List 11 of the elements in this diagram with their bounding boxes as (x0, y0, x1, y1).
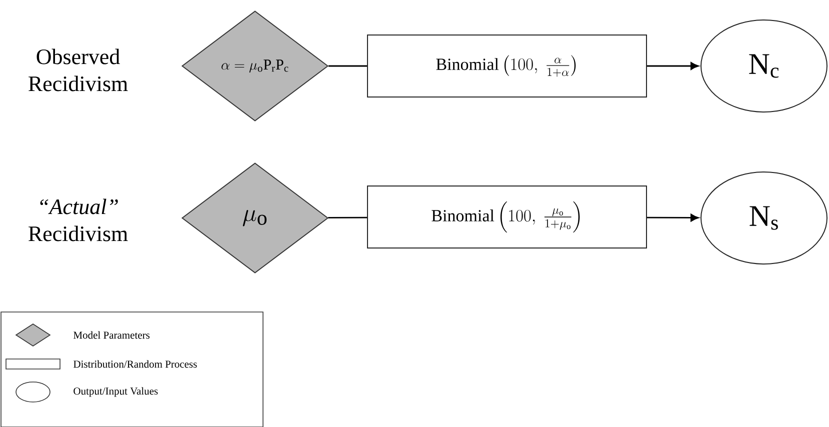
arrow (647, 62, 699, 70)
distribution-box: $\mathrm{Binomial}\left(100,\ \frac{\mu_{\mathrm{o}}}{1+\mu_{\mathrm{o}}}\right)$ (367, 186, 647, 248)
legend-label: Output/Input Values (74, 387, 158, 397)
row-label: Observed Recidivism (28, 48, 128, 92)
connector-line (328, 216, 367, 218)
connector-line (328, 65, 367, 67)
arrow (647, 214, 699, 222)
row-label: “Actual” Recidivism (28, 198, 128, 242)
distribution-box: $\mathrm{Binomial}\left(100,\ \frac{\alpha}{1+\alpha}\right)$ (367, 34, 647, 98)
legend-label: Distribution/Random Process (74, 360, 197, 368)
legend-label: Model Parameters (74, 331, 150, 339)
